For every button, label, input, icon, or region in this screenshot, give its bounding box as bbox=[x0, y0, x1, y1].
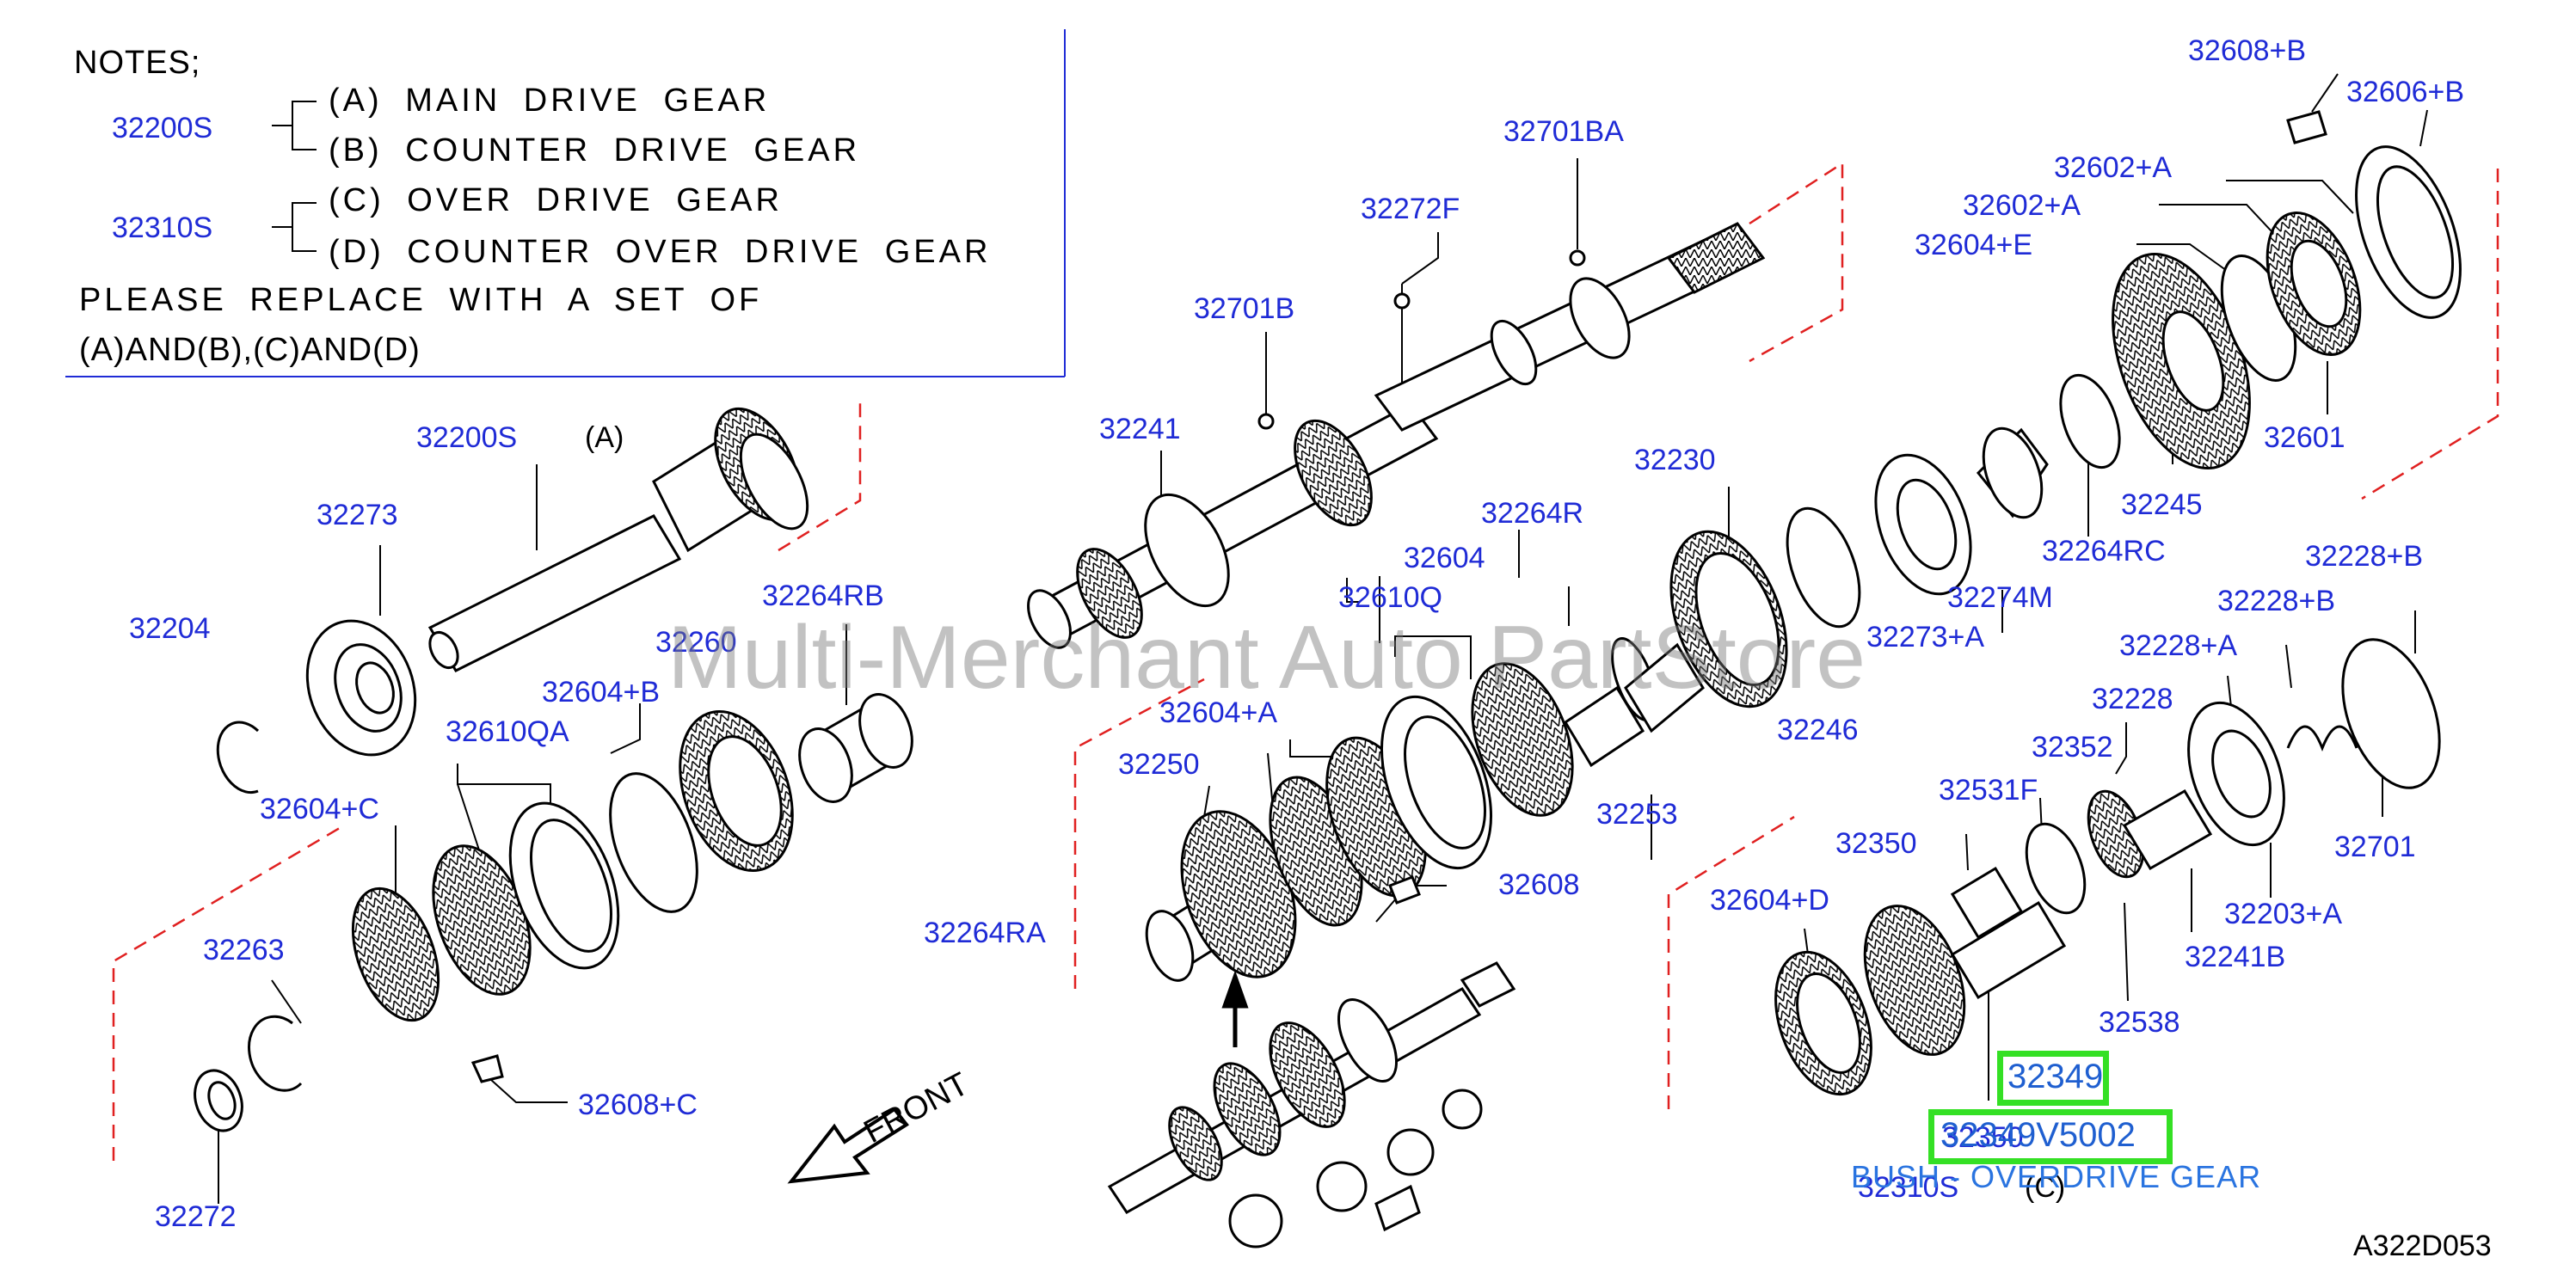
part-label[interactable]: 32250 bbox=[1118, 748, 1200, 781]
part-label[interactable]: 32701 bbox=[2334, 831, 2416, 863]
up-arrow bbox=[1221, 970, 1249, 1047]
part-label[interactable]: 32701BA bbox=[1503, 115, 1624, 148]
part-label[interactable]: 32608+C bbox=[578, 1089, 698, 1121]
part-label[interactable]: 32531F bbox=[1939, 774, 2038, 807]
part-label[interactable]: 32273 bbox=[317, 499, 398, 531]
part-label[interactable]: 32264RC bbox=[2042, 535, 2166, 567]
part-label[interactable]: 32272F bbox=[1361, 193, 1460, 225]
key-32608c bbox=[470, 1054, 504, 1083]
part-label[interactable]: 32352 bbox=[2032, 731, 2113, 764]
part-label[interactable]: 32246 bbox=[1777, 714, 1859, 746]
part-label[interactable]: 32608+B bbox=[2188, 34, 2307, 67]
main-drive-shaft bbox=[427, 407, 809, 672]
needle-bearing-32264rb bbox=[798, 693, 913, 803]
part-label[interactable]: 32602+A bbox=[2054, 151, 2173, 184]
part-label[interactable]: 32253 bbox=[1596, 798, 1678, 831]
part-label[interactable]: 32604 bbox=[1404, 542, 1485, 574]
callout-c: (C) bbox=[2025, 1171, 2066, 1204]
part-label[interactable]: 32350 bbox=[1835, 827, 1917, 860]
part-label[interactable]: 32200S bbox=[416, 421, 518, 454]
part-label[interactable]: 32245 bbox=[2121, 488, 2203, 521]
part-label[interactable]: 32610QA bbox=[446, 715, 569, 748]
part-label[interactable]: 32263 bbox=[203, 934, 285, 966]
part-label[interactable]: 32228+B bbox=[2217, 585, 2336, 617]
notes-box-border bbox=[65, 29, 1066, 377]
part-label[interactable]: 32264RA bbox=[924, 917, 1046, 949]
part-label[interactable]: 32701B bbox=[1194, 292, 1295, 325]
highlight-code-32350-underlay: 32350 bbox=[1942, 1121, 2024, 1154]
part-label[interactable]: 32601 bbox=[2264, 421, 2345, 454]
right-top-gears bbox=[2112, 110, 2462, 469]
bearing-32273 bbox=[305, 619, 417, 757]
part-label[interactable]: 32228+B bbox=[2305, 540, 2424, 573]
needle-bearing-32272 bbox=[194, 1015, 303, 1132]
callout-a: (A) bbox=[585, 421, 624, 454]
part-label[interactable]: 32273+A bbox=[1866, 621, 1985, 653]
part-label[interactable]: 32228 bbox=[2092, 683, 2173, 715]
part-label[interactable]: 32241B bbox=[2185, 941, 2286, 973]
highlight-box-32349v5002[interactable] bbox=[1928, 1109, 2173, 1164]
part-label[interactable]: 32260 bbox=[655, 626, 737, 659]
part-label[interactable]: 32608 bbox=[1498, 868, 1580, 901]
part-label[interactable]: 32538 bbox=[2099, 1006, 2180, 1039]
part-caption: BUSH - OVERDRIVE GEAR bbox=[1851, 1159, 2262, 1194]
diagram-code: A322D053 bbox=[2353, 1230, 2492, 1262]
part-label[interactable]: 32604+E bbox=[1915, 229, 2033, 261]
right-bottom-assembly bbox=[1774, 638, 2441, 1096]
leader-lines bbox=[218, 73, 2428, 1204]
notes-replace-line-2: (A)AND(B),(C)AND(D) bbox=[79, 332, 421, 368]
watermark: Multi-Merchant Auto PartStore bbox=[667, 608, 1866, 708]
left-gear-cluster bbox=[351, 709, 794, 1022]
highlight-code-32349v5002[interactable]: 32349V5002 bbox=[1940, 1116, 2136, 1154]
notes-counter-drive-gear: (B) COUNTER DRIVE GEAR bbox=[329, 132, 861, 169]
notes-brackets bbox=[272, 101, 317, 252]
part-label[interactable]: 32272 bbox=[155, 1200, 237, 1233]
notes-main-drive-gear: (A) MAIN DRIVE GEAR bbox=[329, 83, 771, 119]
part-label[interactable]: 32604+D bbox=[1710, 884, 1829, 917]
center-gear-cluster bbox=[1145, 373, 2121, 982]
part-label[interactable]: 32604+A bbox=[1159, 696, 1278, 729]
notes-code-32200s: 32200S bbox=[112, 112, 213, 144]
part-label[interactable]: 32604+C bbox=[260, 793, 379, 825]
part-label[interactable]: 32604+B bbox=[542, 676, 661, 709]
highlight-code-32349[interactable]: 32349 bbox=[2007, 1058, 2104, 1095]
main-shaft bbox=[1027, 222, 1766, 649]
part-label[interactable]: 32204 bbox=[129, 612, 211, 645]
part-label[interactable]: 32264R bbox=[1481, 497, 1584, 530]
part-label[interactable]: 32241 bbox=[1099, 413, 1181, 445]
part-label[interactable]: 32228+A bbox=[2119, 629, 2238, 662]
part-label[interactable]: 32264RB bbox=[762, 580, 884, 612]
snap-ring-32204 bbox=[216, 721, 260, 794]
part-label[interactable]: 32602+A bbox=[1963, 189, 2081, 222]
lower-assembly bbox=[1107, 961, 1516, 1248]
dashed-boxes bbox=[112, 161, 2499, 1161]
part-label[interactable]: 32310S bbox=[1858, 1171, 1959, 1204]
notes-replace-line-1: PLEASE REPLACE WITH A SET OF bbox=[79, 282, 763, 318]
notes-counter-over-drive-gear: (D) COUNTER OVER DRIVE GEAR bbox=[329, 234, 992, 270]
part-label[interactable]: 32606+B bbox=[2346, 76, 2465, 108]
part-label[interactable]: 32610Q bbox=[1338, 581, 1442, 614]
notes-over-drive-gear: (C) OVER DRIVE GEAR bbox=[329, 182, 783, 218]
highlight-box-32349[interactable] bbox=[1997, 1051, 2109, 1106]
part-label[interactable]: 32203+A bbox=[2224, 898, 2343, 930]
front-arrow bbox=[787, 1107, 909, 1184]
part-label[interactable]: 32274M bbox=[1947, 581, 2053, 614]
notes-code-32310s: 32310S bbox=[112, 212, 213, 244]
part-label[interactable]: 32230 bbox=[1634, 444, 1716, 476]
notes-title: NOTES; bbox=[74, 45, 201, 81]
